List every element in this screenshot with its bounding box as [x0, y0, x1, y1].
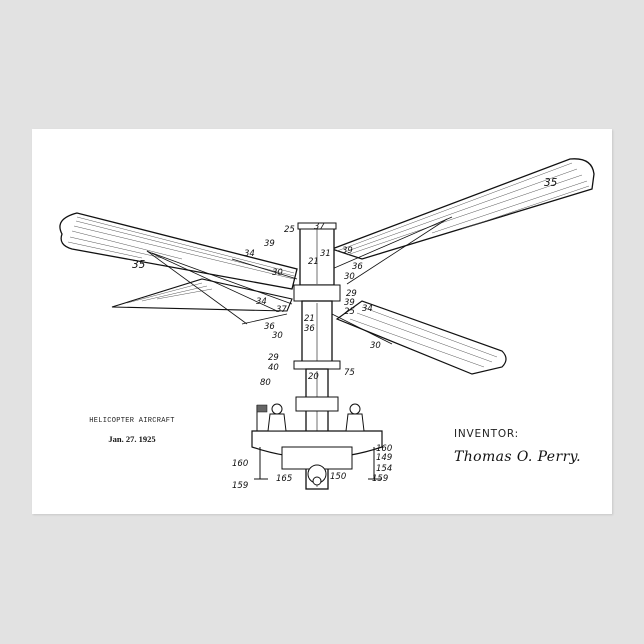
right-upper-blade	[330, 158, 595, 260]
patent-title-block: HELICOPTER AIRCRAFT Jan. 27. 1925	[72, 417, 192, 444]
svg-text:30: 30	[370, 341, 381, 351]
svg-text:159: 159	[232, 481, 248, 491]
svg-text:80: 80	[260, 378, 271, 388]
patent-poster: 35 35 25 37 39 34 39 21 31 30 36 30 29 3…	[32, 129, 612, 514]
svg-text:29: 29	[268, 353, 279, 363]
svg-text:40: 40	[268, 363, 279, 373]
svg-text:159: 159	[372, 474, 388, 484]
patent-date: Jan. 27. 1925	[108, 434, 156, 444]
inventor-block: INVENTOR: Thomas O. Perry.	[454, 428, 604, 465]
svg-text:35: 35	[132, 259, 146, 271]
svg-text:34: 34	[244, 249, 255, 259]
svg-text:25: 25	[344, 307, 355, 317]
svg-text:154: 154	[376, 464, 392, 474]
reference-numerals: 35 35 25 37 39 34 39 21 31 30 36 30 29 3…	[132, 177, 558, 491]
left-upper-blade	[59, 212, 298, 290]
svg-text:149: 149	[376, 453, 392, 463]
bracing-wires	[146, 216, 453, 345]
svg-text:160: 160	[376, 444, 392, 454]
svg-text:36: 36	[352, 262, 363, 272]
svg-text:21: 21	[304, 314, 315, 324]
svg-text:165: 165	[276, 474, 292, 484]
svg-text:30: 30	[272, 268, 283, 278]
right-lower-blade	[335, 300, 507, 375]
svg-text:30: 30	[272, 331, 283, 341]
central-mast	[293, 222, 341, 490]
svg-text:39: 39	[264, 239, 275, 249]
left-lower-blade	[111, 278, 293, 312]
svg-text:39: 39	[344, 298, 355, 308]
svg-text:30: 30	[344, 272, 355, 282]
svg-text:20: 20	[308, 372, 319, 382]
svg-text:35: 35	[544, 177, 558, 189]
svg-text:36: 36	[264, 322, 275, 332]
platform-gondola	[251, 403, 383, 486]
helicopter-drawing: 35 35 25 37 39 34 39 21 31 30 36 30 29 3…	[59, 158, 595, 491]
inventor-label: INVENTOR:	[454, 428, 520, 440]
svg-text:34: 34	[256, 297, 267, 307]
svg-text:34: 34	[362, 304, 373, 314]
svg-text:75: 75	[344, 368, 355, 378]
svg-text:37: 37	[314, 222, 325, 232]
svg-text:36: 36	[304, 324, 315, 334]
inventor-signature: Thomas O. Perry.	[454, 449, 581, 465]
svg-text:25: 25	[284, 225, 295, 235]
svg-text:37: 37	[276, 305, 287, 315]
svg-text:160: 160	[232, 459, 248, 469]
svg-text:29: 29	[346, 289, 357, 299]
svg-text:39: 39	[342, 246, 353, 256]
svg-text:150: 150	[330, 472, 346, 482]
svg-text:21: 21	[308, 257, 319, 267]
patent-title: HELICOPTER AIRCRAFT	[89, 417, 175, 425]
svg-text:31: 31	[320, 249, 331, 259]
